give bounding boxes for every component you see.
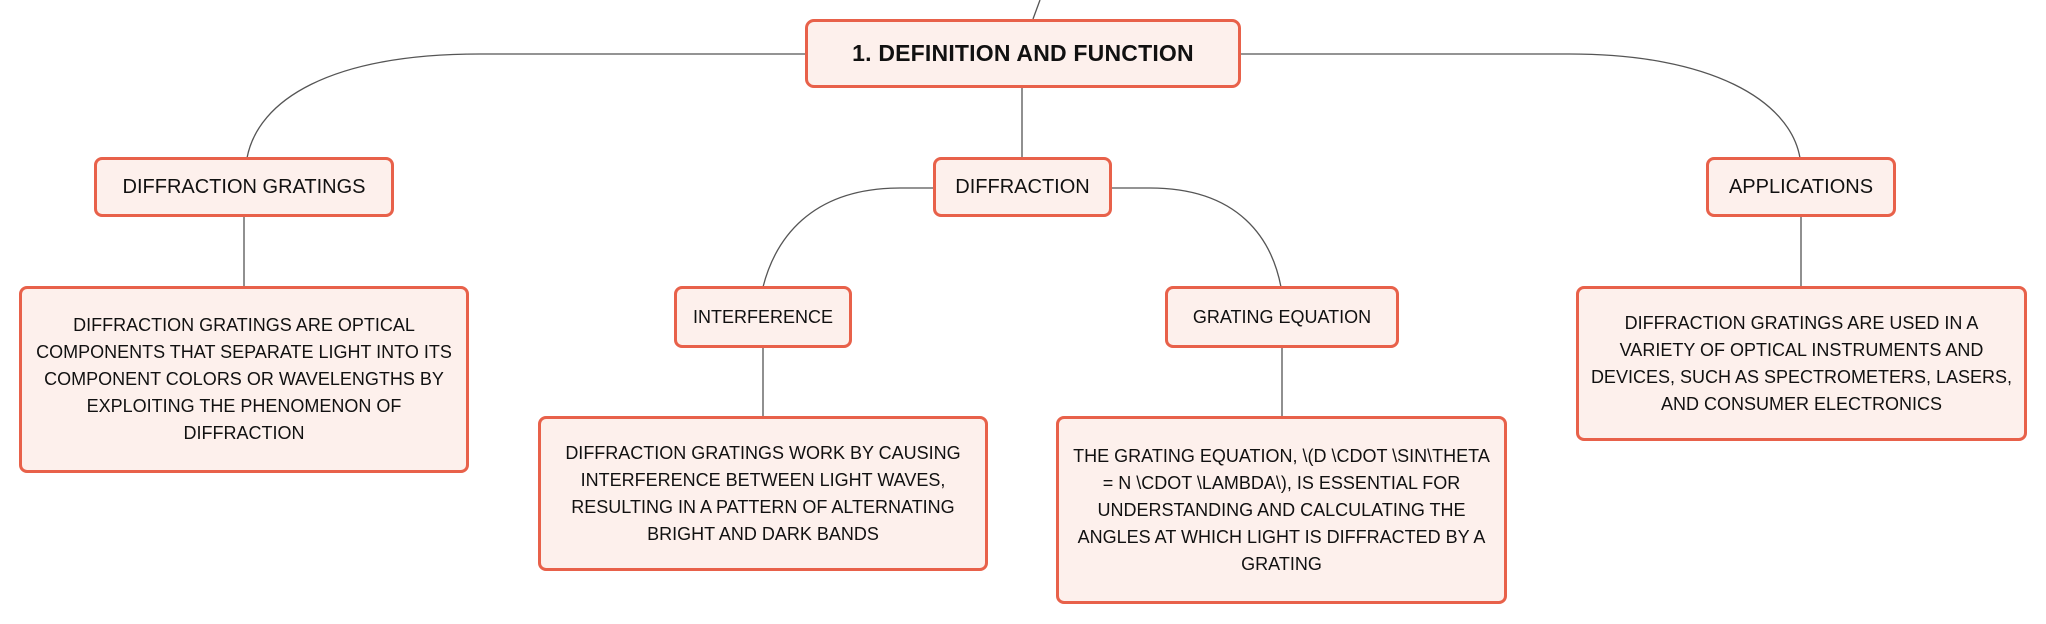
connector-parent bbox=[1032, 0, 1041, 20]
diffraction-gratings-node[interactable]: DIFFRACTION GRATINGS bbox=[94, 157, 394, 217]
connector-root-gratings bbox=[246, 53, 806, 159]
connector-root-applications bbox=[1240, 53, 1801, 159]
grating-equation-node[interactable]: GRATING EQUATION bbox=[1165, 286, 1399, 348]
grating-equation-description-node[interactable]: THE GRATING EQUATION, \(D \CDOT \SIN\THE… bbox=[1056, 416, 1507, 604]
interference-node[interactable]: INTERFERENCE bbox=[674, 286, 852, 348]
diffraction-gratings-label: DIFFRACTION GRATINGS bbox=[122, 175, 366, 198]
interference-label: INTERFERENCE bbox=[692, 306, 833, 327]
applications-description: DIFFRACTION GRATINGS ARE USED IN A VARIE… bbox=[1590, 312, 2013, 414]
diffraction-label: DIFFRACTION bbox=[955, 175, 1090, 198]
diffraction-gratings-description-node[interactable]: DIFFRACTION GRATINGS ARE OPTICAL COMPONE… bbox=[19, 286, 469, 473]
diffraction-node[interactable]: DIFFRACTION bbox=[933, 157, 1112, 217]
applications-label: APPLICATIONS bbox=[1728, 175, 1874, 198]
connector-diffraction-equation bbox=[1112, 187, 1282, 288]
applications-description-node[interactable]: DIFFRACTION GRATINGS ARE USED IN A VARIE… bbox=[1576, 286, 2027, 441]
grating-equation-description: THE GRATING EQUATION, \(D \CDOT \SIN\THE… bbox=[1073, 445, 1490, 574]
interference-description: DIFFRACTION GRATINGS WORK BY CAUSING INT… bbox=[565, 442, 961, 544]
connector-diffraction-interference bbox=[762, 187, 934, 288]
root-topic-node[interactable]: 1. DEFINITION AND FUNCTION bbox=[805, 19, 1241, 88]
diffraction-gratings-description: DIFFRACTION GRATINGS ARE OPTICAL COMPONE… bbox=[36, 315, 452, 443]
applications-node[interactable]: APPLICATIONS bbox=[1706, 157, 1896, 217]
interference-description-node[interactable]: DIFFRACTION GRATINGS WORK BY CAUSING INT… bbox=[538, 416, 988, 571]
grating-equation-label: GRATING EQUATION bbox=[1192, 306, 1372, 327]
root-topic-label: 1. DEFINITION AND FUNCTION bbox=[852, 40, 1194, 66]
